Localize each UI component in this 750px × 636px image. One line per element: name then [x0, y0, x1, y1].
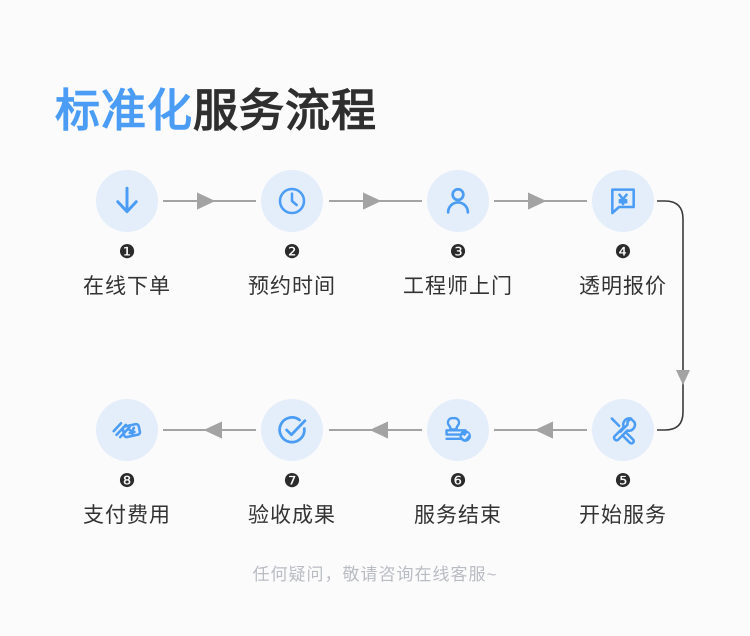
- stamp-check-icon: [442, 414, 474, 446]
- step-5-number-badge: ❺: [614, 471, 632, 492]
- flow-step-2[interactable]: ❷ 预约时间: [217, 170, 367, 300]
- step-3-number-badge: ❸: [449, 242, 467, 263]
- payment-cards-icon: [110, 413, 144, 447]
- step-4-number-badge: ❹: [614, 242, 632, 263]
- step-3-icon-circle: [427, 170, 489, 232]
- step-8-icon-circle: [96, 399, 158, 461]
- step-8-label: 支付费用: [83, 504, 171, 527]
- tools-icon: [607, 414, 639, 446]
- flow-step-5[interactable]: ❺ 开始服务: [548, 399, 698, 529]
- page-title-accent: 标准化: [55, 85, 194, 137]
- check-circle-icon: [276, 414, 309, 447]
- step-3-label: 工程师上门: [403, 275, 513, 298]
- step-6-number-badge: ❻: [449, 471, 467, 492]
- step-2-label: 预约时间: [248, 275, 336, 298]
- step-2-number-badge: ❷: [283, 242, 301, 263]
- footer-note: 任何疑问，敬请咨询在线客服~: [252, 565, 498, 584]
- step-4-icon-circle: [592, 170, 654, 232]
- step-6-label: 服务结束: [414, 504, 502, 527]
- page-title-plain: 服务流程: [193, 85, 378, 137]
- person-icon: [442, 185, 474, 217]
- step-4-label: 透明报价: [579, 275, 667, 298]
- download-arrow-icon: [110, 184, 144, 218]
- flow-step-4[interactable]: ❹ 透明报价: [548, 170, 698, 300]
- step-8-number-badge: ❽: [118, 471, 136, 492]
- flow-step-8[interactable]: ❽ 支付费用: [52, 399, 202, 529]
- step-6-icon-circle: [427, 399, 489, 461]
- flow-step-7[interactable]: ❼ 验收成果: [217, 399, 367, 529]
- flow-step-1[interactable]: ❶ 在线下单: [52, 170, 202, 300]
- step-2-icon-circle: [261, 170, 323, 232]
- step-5-label: 开始服务: [579, 504, 667, 527]
- step-7-icon-circle: [261, 399, 323, 461]
- step-5-icon-circle: [592, 399, 654, 461]
- price-quote-bubble-icon: [607, 185, 639, 217]
- step-1-label: 在线下单: [83, 275, 171, 298]
- clock-icon: [276, 185, 308, 217]
- page-title: 标准化服务流程: [55, 85, 377, 137]
- step-7-label: 验收成果: [248, 504, 336, 527]
- step-1-icon-circle: [96, 170, 158, 232]
- step-7-number-badge: ❼: [283, 471, 301, 492]
- step-1-number-badge: ❶: [118, 242, 136, 263]
- flow-step-6[interactable]: ❻ 服务结束: [383, 399, 533, 529]
- flow-step-3[interactable]: ❸ 工程师上门: [383, 170, 533, 300]
